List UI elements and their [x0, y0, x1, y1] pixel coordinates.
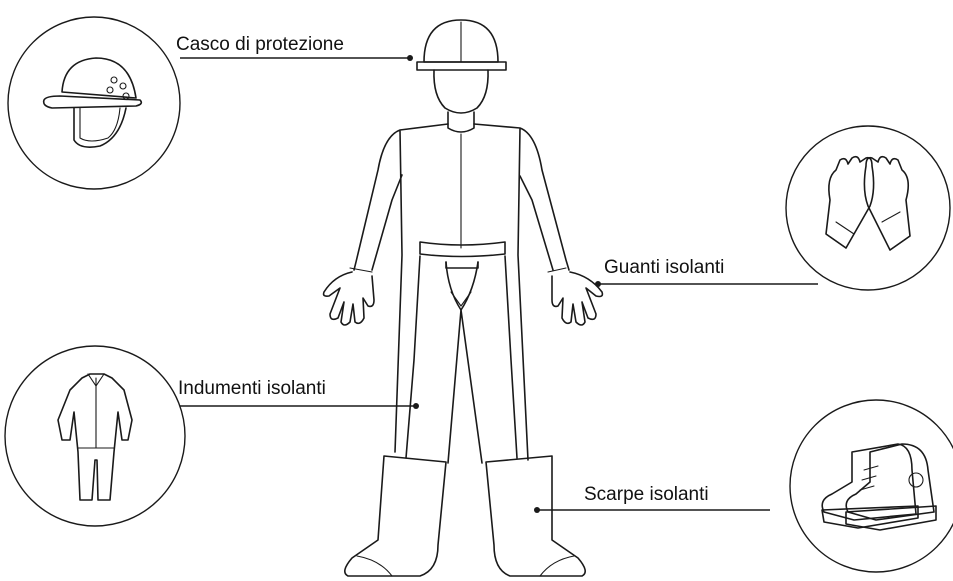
clothing-leader-dot: [413, 403, 419, 409]
worker-right-hand: [552, 272, 602, 325]
worker-figure: [324, 20, 603, 576]
gloves-leader-dot: [595, 281, 601, 287]
worker-head: [434, 70, 488, 113]
helmet-callout: [8, 17, 180, 189]
worker-collar: [448, 112, 474, 132]
worker-helmet: [417, 20, 506, 70]
worker-left-boot: [345, 456, 446, 576]
gloves-callout: [786, 126, 950, 290]
worker-left-hand: [324, 272, 374, 325]
shoes-callout: [790, 400, 953, 572]
clothing-callout: [5, 346, 185, 526]
gloves-label: Guanti isolanti: [604, 257, 724, 278]
worker-right-boot: [486, 456, 585, 576]
helmet-label: Casco di protezione: [176, 34, 344, 55]
leader-lines: [180, 55, 818, 513]
helmet-leader-dot: [407, 55, 413, 61]
shoes-leader-dot: [534, 507, 540, 513]
shoes-label: Scarpe isolanti: [584, 484, 709, 505]
clothing-label: Indumenti isolanti: [178, 378, 326, 399]
